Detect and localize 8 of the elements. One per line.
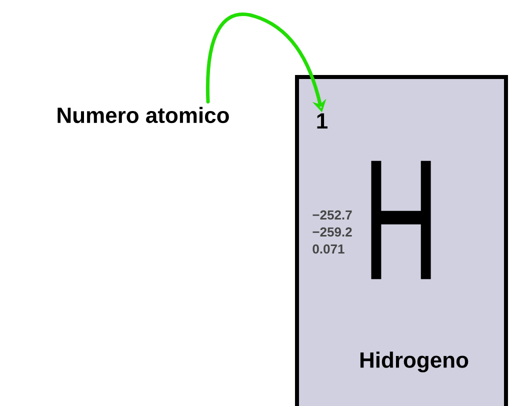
label-text: Numero atomico <box>58 106 229 124</box>
property-value: 0.071 <box>312 244 344 254</box>
property-value: −259.2 <box>312 227 352 237</box>
property-value: −252.7 <box>312 210 352 220</box>
atomic-number: 1 <box>317 113 328 129</box>
element-symbol: H <box>371 160 431 280</box>
element-card <box>295 75 508 406</box>
element-name: Hidrogeno <box>360 352 468 372</box>
